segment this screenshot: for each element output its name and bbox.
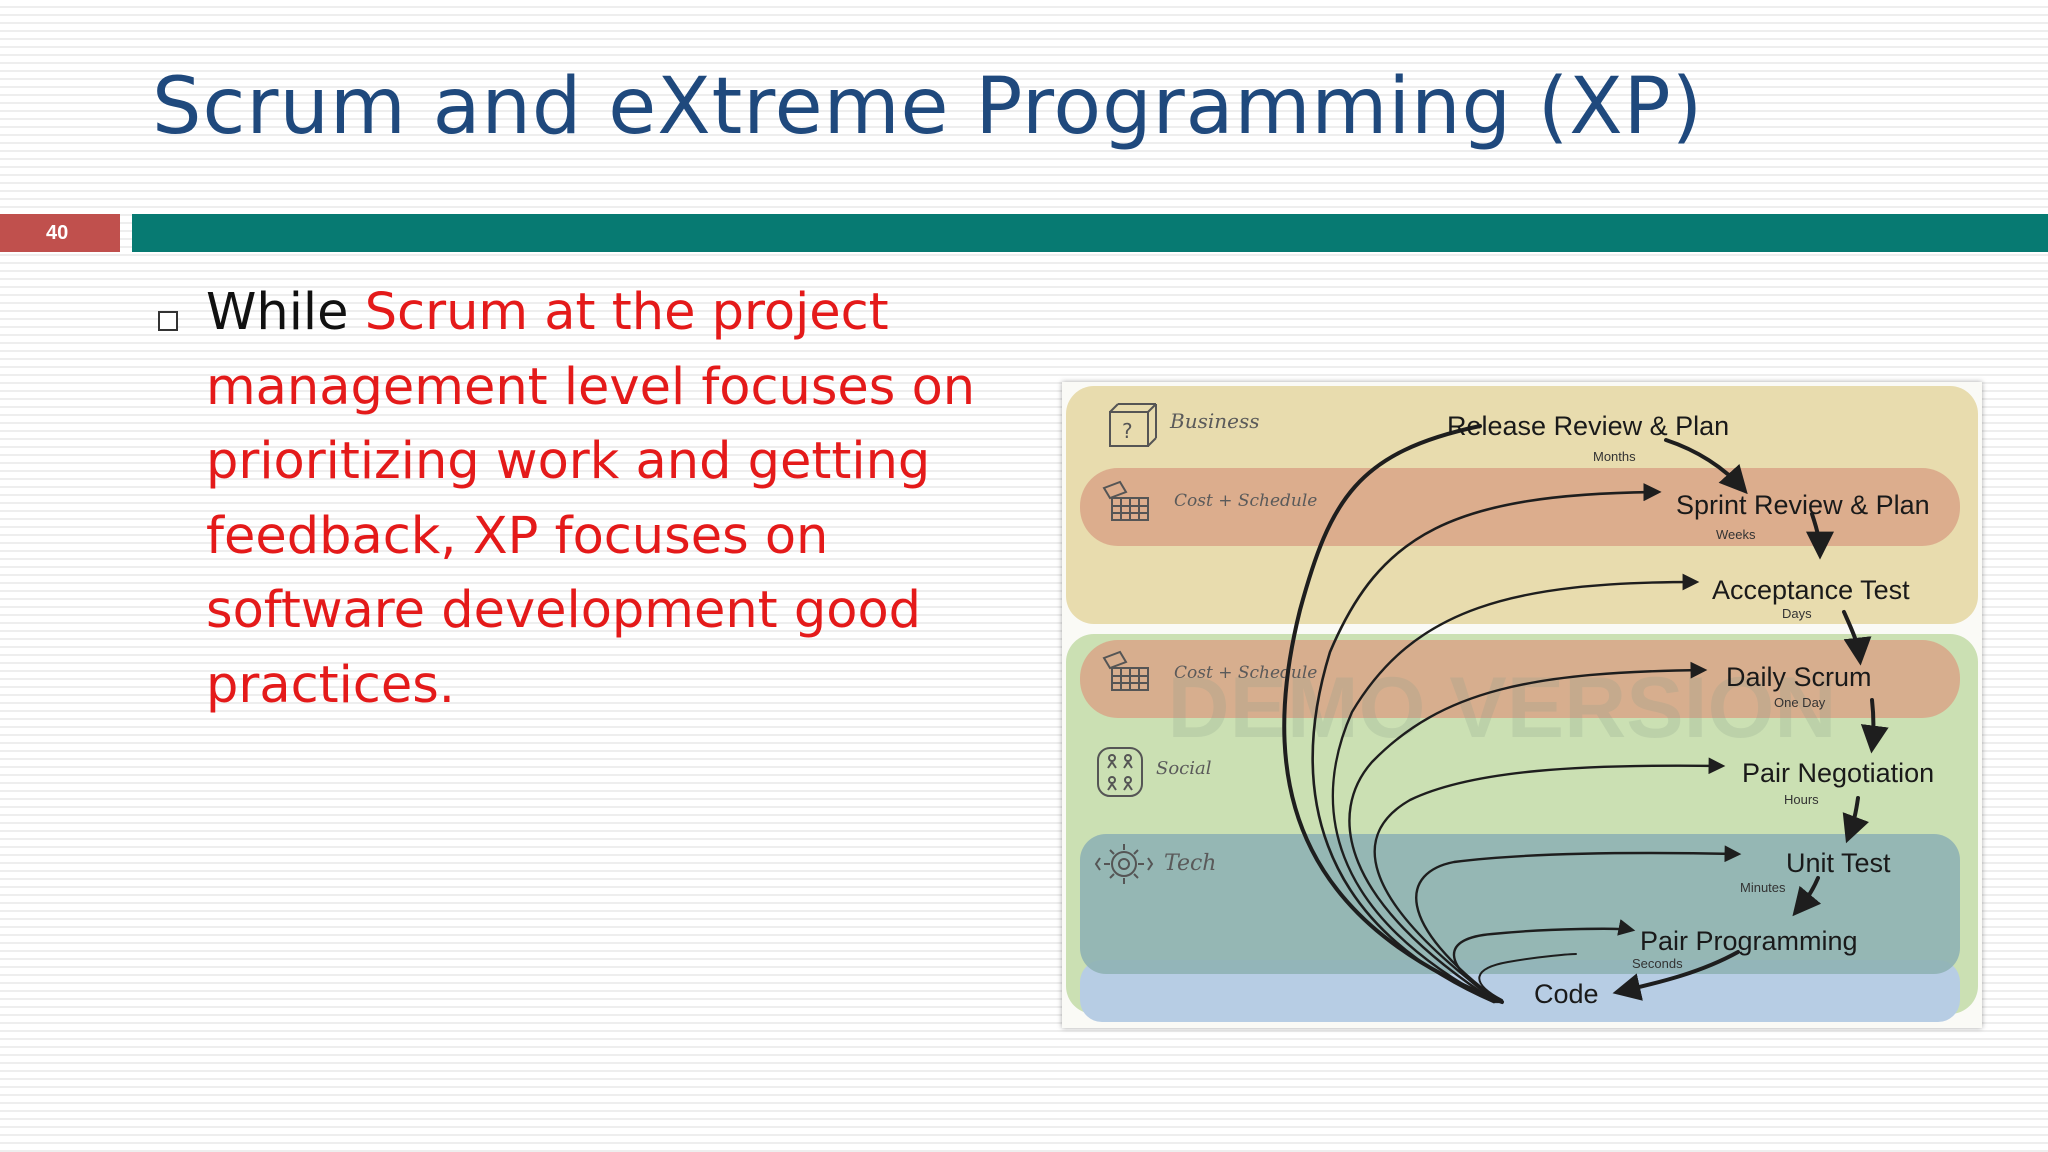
arrow-daily-negotiation — [1860, 698, 1889, 754]
arrow-negotiation-unit — [1842, 796, 1869, 844]
step-negotiation: Pair Negotiation — [1742, 758, 1934, 788]
arrow-release-sprint — [1664, 438, 1748, 495]
band-tech — [1080, 834, 1960, 974]
step-acceptance-time: Days — [1782, 606, 1812, 621]
loop-acceptance — [1331, 573, 1700, 1004]
gear-icon — [1094, 844, 1154, 884]
step-daily-time: One Day — [1774, 695, 1826, 710]
step-acceptance: Acceptance Test — [1712, 575, 1910, 605]
band-label-tech: Tech — [1164, 851, 1216, 876]
bullet-lead: While — [206, 283, 365, 342]
loop-sprint — [1311, 483, 1662, 1004]
band-label-cost-2: Cost + Schedule — [1174, 663, 1317, 683]
scrum-xp-diagram: DEMO VERSION ? Business — [1062, 382, 1982, 1028]
bullet-highlight: Scrum at the project management level fo… — [206, 283, 976, 715]
calendar-icon — [1102, 480, 1149, 521]
arrow-acceptance-daily — [1842, 610, 1872, 666]
loop-unit — [1415, 845, 1742, 1004]
watermark: DEMO VERSION — [1168, 660, 1837, 756]
diagram-svg: DEMO VERSION ? Business — [1066, 386, 1978, 1022]
step-sprint-time: Weeks — [1716, 527, 1756, 542]
loop-daily — [1348, 661, 1708, 1004]
step-unit-time: Minutes — [1740, 880, 1786, 895]
arrow-unit-pair — [1792, 876, 1822, 917]
title-accent-bar — [132, 214, 2048, 252]
loop-pair — [1452, 919, 1636, 1004]
svg-text:?: ? — [1122, 419, 1133, 443]
step-pair: Pair Programming — [1640, 926, 1858, 956]
question-board-icon — [1109, 403, 1157, 447]
band-label-cost-1: Cost + Schedule — [1174, 491, 1317, 511]
step-release: Release Review & Plan — [1447, 411, 1729, 441]
bullet-text: While Scrum at the project management le… — [206, 276, 986, 723]
band-code — [1080, 960, 1960, 1022]
step-release-time: Months — [1593, 449, 1636, 464]
band-label-social: Social — [1156, 758, 1212, 779]
loop-release — [1282, 424, 1504, 1004]
arrow-pair-code — [1612, 950, 1740, 1001]
calendar-icon — [1102, 650, 1149, 691]
step-negotiation-time: Hours — [1784, 792, 1819, 807]
people-icon — [1097, 747, 1143, 797]
arrow-sprint-acceptance — [1805, 512, 1834, 560]
step-unit: Unit Test — [1786, 848, 1891, 878]
step-sprint: Sprint Review & Plan — [1676, 490, 1930, 520]
loop-negotiation — [1373, 757, 1726, 1004]
band-cost-schedule-2 — [1080, 640, 1960, 718]
step-pair-time: Seconds — [1632, 956, 1683, 971]
slide-number: 40 — [0, 214, 120, 252]
slide-title: Scrum and eXtreme Programming (XP) — [152, 62, 1704, 152]
step-code: Code — [1534, 979, 1599, 1009]
bullet-square-icon — [158, 311, 178, 331]
loop-inner — [1478, 953, 1577, 1001]
band-label-business: Business — [1169, 409, 1259, 433]
step-daily: Daily Scrum — [1726, 662, 1872, 692]
